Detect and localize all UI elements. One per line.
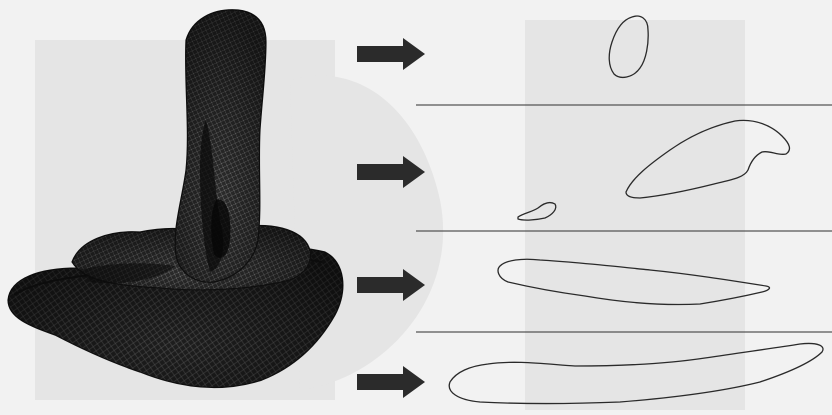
arrow-right-icon bbox=[357, 366, 425, 398]
arrow-right-icon bbox=[357, 38, 425, 70]
